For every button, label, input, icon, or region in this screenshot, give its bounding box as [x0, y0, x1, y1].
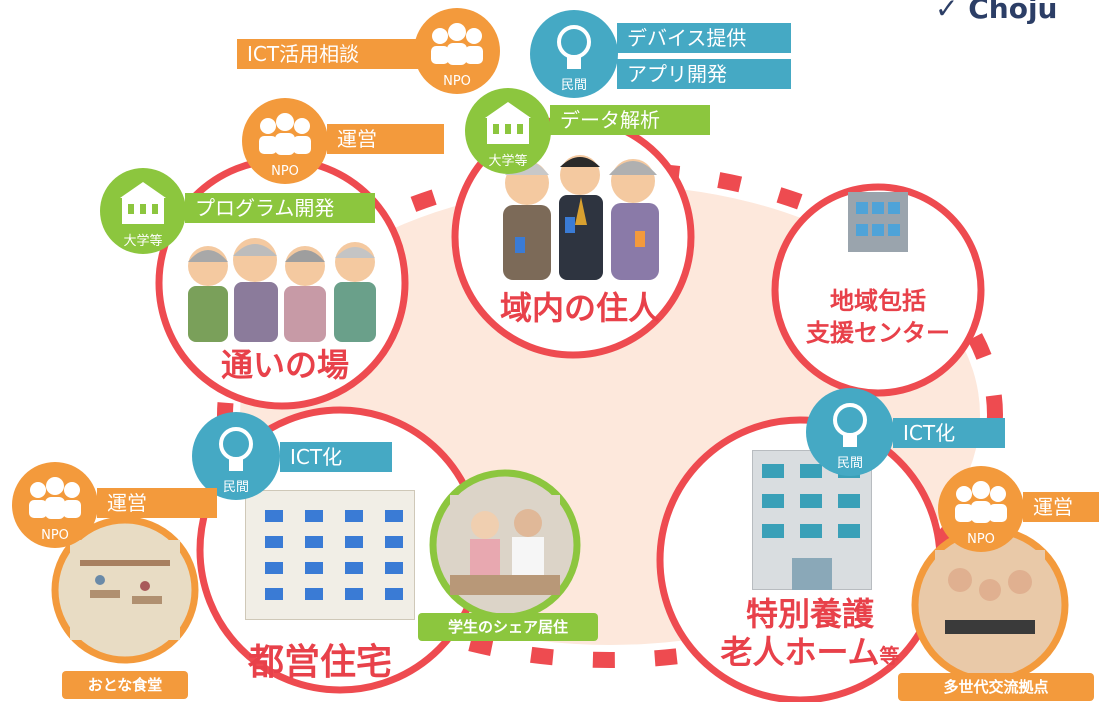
residents-title: 域内の住人 — [499, 289, 660, 327]
role-operation-otona: 運営 — [97, 488, 217, 518]
houkatsu-title-line2: 支援センター — [806, 319, 950, 347]
private-badge-top: 民間 — [530, 10, 618, 98]
university-building-icon — [120, 182, 166, 224]
private-label: 民間 — [222, 480, 249, 495]
houkatsu-title: 地域包括 支援センター — [790, 285, 966, 349]
lightbulb-icon — [833, 403, 867, 447]
brand-text: Choju — [968, 0, 1058, 25]
people-icon — [431, 23, 483, 65]
university-label: 大学等 — [123, 234, 163, 249]
tokuyou-title: 特別養護 老人ホーム等 — [705, 595, 915, 675]
role-data-analysis: データ解析 — [550, 105, 710, 135]
tokuyou-title-line2: 老人ホーム — [720, 633, 880, 671]
npo-badge-kayoi: NPO — [242, 98, 328, 184]
lightbulb-icon — [557, 25, 591, 69]
office-building-icon — [848, 192, 908, 252]
apartment-building-illustration — [244, 489, 416, 621]
lightbulb-icon — [219, 427, 253, 471]
kayoi-title: 通いの場 — [220, 346, 349, 384]
role-app: アプリ開発 — [617, 59, 791, 89]
toei-title: 都営住宅 — [247, 642, 392, 683]
share-label: 学生のシェア居住 — [418, 613, 598, 641]
role-ict-tokuyou: ICT化 — [893, 418, 1005, 448]
role-operation-kayoi: 運営 — [327, 124, 444, 154]
family-photo — [935, 550, 1045, 650]
role-ict-consult: ICT活用相談 — [237, 39, 419, 69]
checkmark-icon: ✓ — [935, 0, 969, 25]
role-program-dev: プログラム開発 — [185, 193, 375, 223]
role-ict-toei: ICT化 — [280, 442, 392, 472]
elderly-group-illustration — [180, 232, 390, 342]
npo-badge-top: NPO — [414, 8, 500, 94]
otona-label: おとな食堂 — [62, 671, 188, 699]
houkatsu-circle — [771, 183, 985, 397]
role-operation-tasedai: 運営 — [1023, 492, 1099, 522]
private-badge-tokuyou: 民間 — [806, 388, 894, 476]
university-label: 大学等 — [488, 154, 528, 169]
npo-label: NPO — [271, 164, 299, 179]
npo-label: NPO — [967, 532, 995, 547]
npo-label: NPO — [41, 528, 69, 543]
private-label: 民間 — [560, 78, 587, 93]
role-device: デバイス提供 — [617, 23, 791, 53]
npo-label: NPO — [443, 74, 471, 89]
university-badge-top: 大学等 — [465, 88, 551, 174]
houkatsu-title-line1: 地域包括 — [830, 287, 926, 315]
npo-badge-tasedai: NPO — [938, 466, 1024, 552]
people-icon — [259, 113, 311, 155]
people-icon — [955, 481, 1007, 523]
tokuyou-title-suffix: 等 — [879, 644, 900, 668]
private-label: 民間 — [836, 456, 863, 471]
brand-logo: ✓ Choju — [935, 0, 1101, 32]
tokuyou-title-line1: 特別養護 — [745, 595, 874, 633]
students-photo — [450, 495, 560, 595]
tasedai-label: 多世代交流拠点 — [898, 673, 1094, 701]
dining-hall-photo — [70, 540, 180, 640]
private-badge-toei: 民間 — [192, 412, 280, 500]
npo-badge-otona: NPO — [12, 462, 98, 548]
university-badge-kayoi: 大学等 — [100, 168, 186, 254]
people-icon — [29, 477, 81, 519]
university-building-icon — [485, 102, 531, 144]
